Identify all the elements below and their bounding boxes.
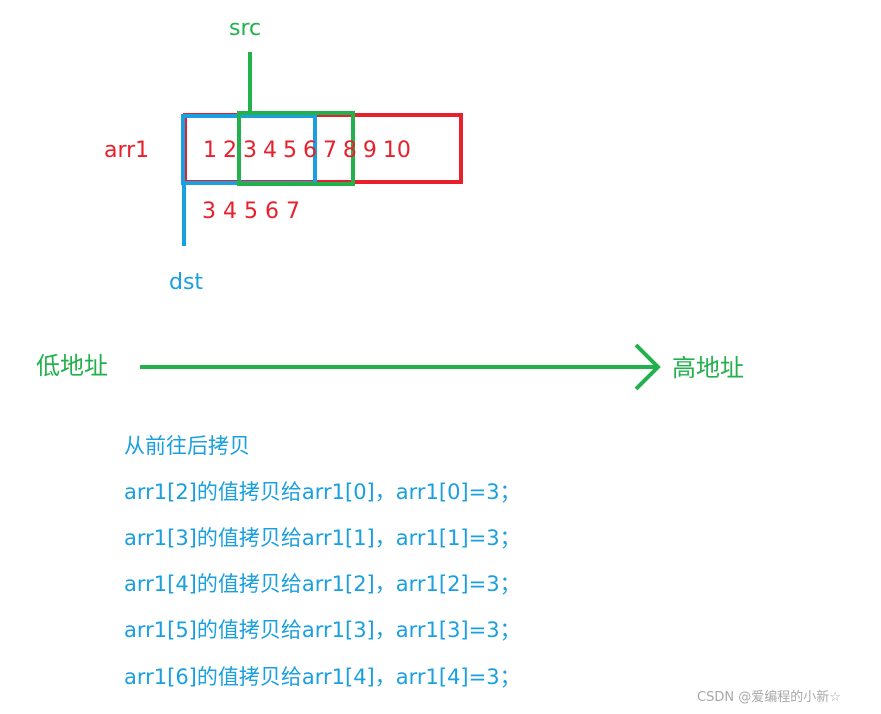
result-values: 3 4 5 6 7 bbox=[202, 199, 300, 224]
array-name: arr1 bbox=[104, 138, 150, 163]
explanation-line: arr1[4]的值拷贝给arr1[2]，arr1[2]=3； bbox=[124, 572, 521, 596]
low-address-label: 低地址 bbox=[36, 352, 108, 380]
explanation-title: 从前往后拷贝 bbox=[124, 434, 250, 458]
explanation-line: arr1[2]的值拷贝给arr1[0]，arr1[0]=3； bbox=[124, 480, 521, 504]
src-range-box bbox=[237, 111, 355, 186]
src-label: src bbox=[229, 16, 262, 41]
explanation-line: arr1[5]的值拷贝给arr1[3]，arr1[3]=3； bbox=[124, 618, 521, 642]
arrow-head-icon bbox=[634, 343, 661, 391]
dst-label: dst bbox=[169, 270, 204, 295]
array-values: 1 2 3 4 5 6 7 8 9 10 bbox=[203, 138, 411, 163]
watermark: CSDN @爱编程的小新☆ bbox=[697, 690, 841, 705]
high-address-label: 高地址 bbox=[672, 354, 744, 382]
explanation-line: arr1[6]的值拷贝给arr1[4]，arr1[4]=3； bbox=[124, 665, 521, 689]
explanation-line: arr1[3]的值拷贝给arr1[1]，arr1[1]=3； bbox=[124, 526, 521, 550]
